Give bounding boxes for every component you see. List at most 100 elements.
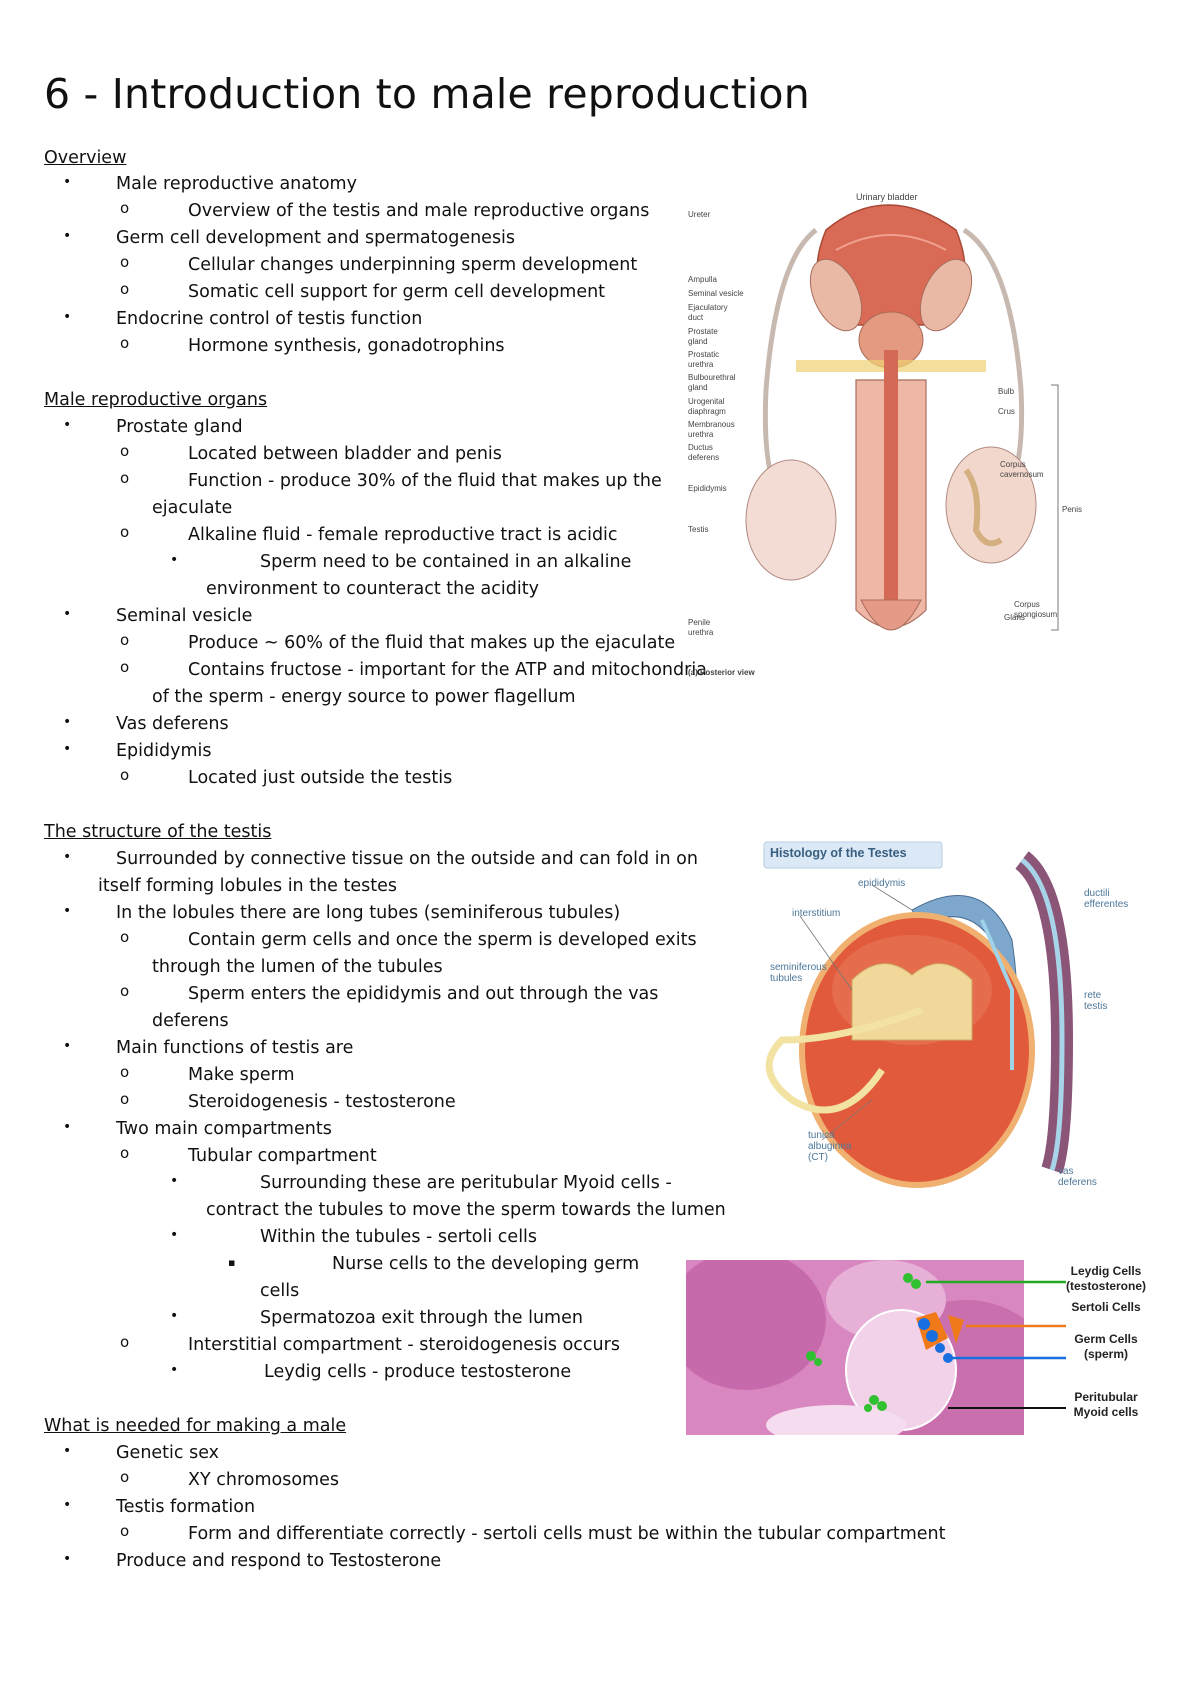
list-item: Produce ~ 60% of the fluid that makes up… bbox=[188, 633, 676, 653]
label-tunica-albuginea: tunica albuginea (CT) bbox=[808, 1130, 852, 1163]
section-heading-male: What is needed for making a male bbox=[44, 1416, 347, 1436]
label-ductus-deferens: Ductus deferens bbox=[688, 443, 720, 462]
label-penile-urethra: Penile urethra bbox=[688, 618, 714, 637]
label-corpus-cavernosum: Corpus cavernosum bbox=[1000, 460, 1044, 479]
label-prostatic-urethra: Prostatic urethra bbox=[688, 350, 720, 369]
seminiferous-micrograph bbox=[686, 1260, 1024, 1435]
bullet-level1: • bbox=[63, 1038, 72, 1054]
bullet-level3: • bbox=[170, 1227, 179, 1243]
list-item: Leydig cells - produce testosterone bbox=[264, 1362, 572, 1382]
list-item: Main functions of testis are bbox=[116, 1038, 354, 1058]
list-item: Sperm need to be contained in an alkalin… bbox=[260, 552, 632, 572]
list-item-continued: cells bbox=[260, 1281, 300, 1301]
bullet-level1: • bbox=[63, 903, 72, 919]
bullet-level3: • bbox=[170, 1308, 179, 1324]
list-item: Somatic cell support for germ cell devel… bbox=[188, 282, 606, 302]
histology-labels: Histology of the Testes epididymis inter… bbox=[762, 840, 1128, 1190]
label-bulb: Bulb bbox=[998, 387, 1015, 396]
micrograph-figure: Leydig Cells (testosterone) Sertoli Cell… bbox=[686, 1260, 1146, 1435]
list-item: Located just outside the testis bbox=[188, 768, 453, 788]
list-item: Male reproductive anatomy bbox=[116, 174, 357, 194]
list-item: Germ cell development and spermatogenesi… bbox=[116, 228, 516, 248]
list-item: Surrounded by connective tissue on the o… bbox=[116, 849, 698, 869]
bullet-level1: • bbox=[63, 1119, 72, 1135]
bullet-level1: • bbox=[63, 714, 72, 730]
label-penis: Penis bbox=[1062, 505, 1082, 514]
list-item: Endocrine control of testis function bbox=[116, 309, 423, 329]
bullet-level2: o bbox=[120, 253, 130, 271]
list-item: Contains fructose - important for the AT… bbox=[188, 660, 707, 680]
list-item: Spermatozoa exit through the lumen bbox=[260, 1308, 583, 1328]
label-prostate-gland: Prostate gland bbox=[688, 327, 718, 346]
list-item-continued: deferens bbox=[152, 1011, 229, 1031]
testis-histology-illustration bbox=[762, 840, 1122, 1190]
list-item-continued: contract the tubules to move the sperm t… bbox=[206, 1200, 726, 1220]
list-item: Nurse cells to the developing germ bbox=[332, 1254, 640, 1274]
legend-peritubular: Peritubular bbox=[1074, 1390, 1138, 1404]
list-item: XY chromosomes bbox=[188, 1470, 339, 1490]
bullet-level1: • bbox=[63, 1443, 72, 1459]
bullet-level2: o bbox=[120, 1333, 130, 1351]
bullet-level1: • bbox=[63, 849, 72, 865]
bullet-level1: • bbox=[63, 417, 72, 433]
label-crus: Crus bbox=[998, 407, 1015, 416]
bullet-level1: • bbox=[63, 228, 72, 244]
bullet-level1: • bbox=[63, 174, 72, 190]
list-item-continued: through the lumen of the tubules bbox=[152, 957, 443, 977]
label-corpus-spongiosum: Corpus spongiosum bbox=[1014, 600, 1058, 619]
list-item: Contain germ cells and once the sperm is… bbox=[188, 930, 697, 950]
bullet-level2: o bbox=[120, 280, 130, 298]
label-seminiferous-tubules: seminiferous tubules bbox=[770, 962, 827, 984]
list-item-continued: itself forming lobules in the testes bbox=[98, 876, 397, 896]
label-seminal-vesicle: Seminal vesicle bbox=[688, 289, 744, 298]
list-item-continued: ejaculate bbox=[152, 498, 233, 518]
label-rete-testis: rete testis bbox=[1084, 990, 1108, 1012]
bullet-level4: ▪ bbox=[228, 1256, 236, 1269]
bullet-level1: • bbox=[63, 741, 72, 757]
bullet-level2: o bbox=[120, 1468, 130, 1486]
section-heading-structure: The structure of the testis bbox=[44, 822, 272, 842]
bullet-level2: o bbox=[120, 1522, 130, 1540]
legend-leydig-sub: (testosterone) bbox=[1065, 1279, 1146, 1293]
bullet-level1: • bbox=[63, 606, 72, 622]
list-item: Located between bladder and penis bbox=[188, 444, 502, 464]
bullet-level2: o bbox=[120, 199, 130, 217]
list-item: Steroidogenesis - testosterone bbox=[188, 1092, 456, 1112]
bullet-level2: o bbox=[120, 1090, 130, 1108]
page-title: 6 - Introduction to male reproduction bbox=[44, 70, 810, 118]
list-item: Genetic sex bbox=[116, 1443, 220, 1463]
label-ejaculatory-duct: Ejaculatory duct bbox=[688, 303, 728, 322]
bullet-level1: • bbox=[63, 309, 72, 325]
bullet-level2: o bbox=[120, 334, 130, 352]
label-epididymis: Epididymis bbox=[688, 484, 727, 493]
list-item: Surrounding these are peritubular Myoid … bbox=[260, 1173, 672, 1193]
list-item: Form and differentiate correctly - serto… bbox=[188, 1524, 946, 1544]
male-anatomy-illustration: Urinary bladder Ureter Ampulla Bulb Crus… bbox=[736, 190, 1096, 690]
label-ureter-left: Ureter bbox=[688, 210, 711, 219]
male-anatomy-figure: Urinary bladder Ureter Ampulla Bulb Crus… bbox=[688, 190, 1096, 690]
list-item: Cellular changes underpinning sperm deve… bbox=[188, 255, 638, 275]
section-heading-organs: Male reproductive organs bbox=[44, 390, 268, 410]
label-urinary-bladder: Urinary bladder bbox=[856, 192, 918, 202]
legend-sertoli: Sertoli Cells bbox=[1071, 1300, 1141, 1314]
list-item: Vas deferens bbox=[116, 714, 229, 734]
list-item: Prostate gland bbox=[116, 417, 243, 437]
label-vas-deferens: vas deferens bbox=[1058, 1166, 1097, 1188]
list-item: Make sperm bbox=[188, 1065, 295, 1085]
label-posterior-view: (a) Posterior view bbox=[688, 668, 755, 677]
bullet-level2: o bbox=[120, 658, 130, 676]
label-glans: Glans bbox=[1004, 613, 1025, 622]
list-item-continued: of the sperm - energy source to power fl… bbox=[152, 687, 576, 707]
label-interstitium: interstitium bbox=[792, 908, 841, 919]
label-urogenital-diaphragm: Urogenital diaphragm bbox=[688, 397, 726, 416]
bullet-level2: o bbox=[120, 631, 130, 649]
section-heading-overview: Overview bbox=[44, 148, 127, 168]
bullet-level2: o bbox=[120, 469, 130, 487]
testis-histology-figure: Histology of the Testes epididymis inter… bbox=[762, 840, 1128, 1190]
bullet-level2: o bbox=[120, 928, 130, 946]
legend-peritubular-sub: Myoid cells bbox=[1073, 1405, 1139, 1419]
legend-germ-sub: (sperm) bbox=[1083, 1347, 1128, 1361]
legend-germ: Germ Cells bbox=[1074, 1332, 1138, 1346]
label-epididymis-histo: epididymis bbox=[858, 878, 906, 889]
